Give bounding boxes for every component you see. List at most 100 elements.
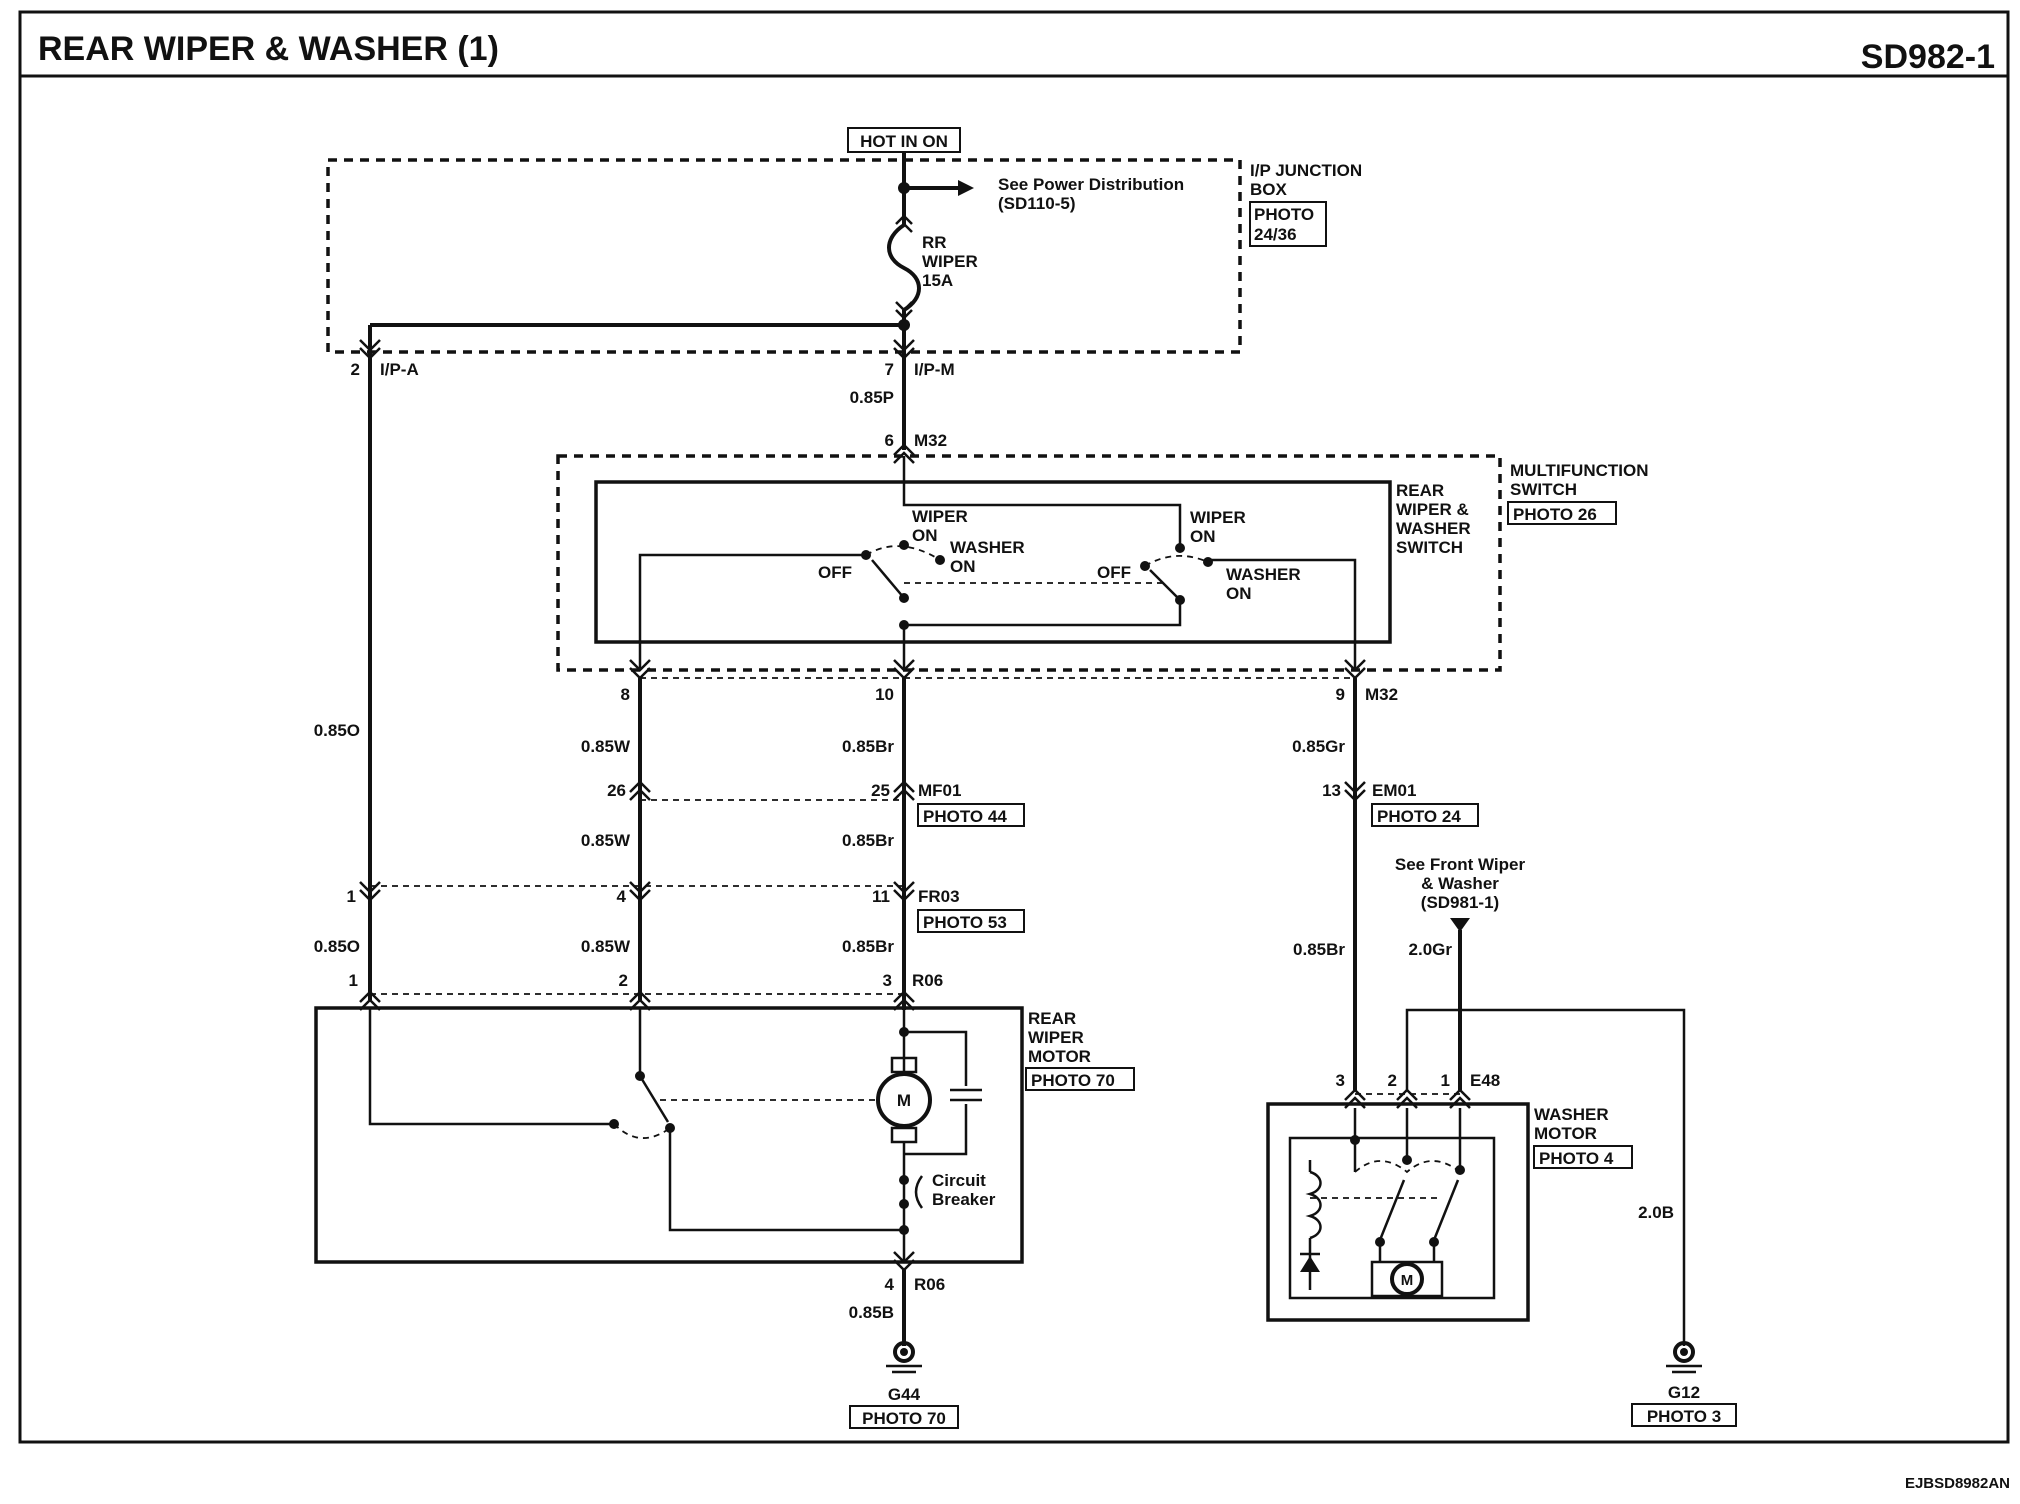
wiper-label-1: WIPER — [912, 507, 968, 526]
capacitor-wire — [904, 1030, 968, 1156]
multifunction-label-2: SWITCH — [1510, 480, 1577, 499]
fr03-pin1-connector — [359, 881, 381, 902]
junction-box-photo-2: 24/36 — [1254, 225, 1297, 244]
g44-ground-center — [900, 1348, 908, 1356]
fr03-pin11-connector — [893, 881, 915, 902]
circuit-breaker-symbol — [914, 1175, 924, 1209]
front-ref-3: (SD981-1) — [1421, 893, 1499, 912]
ipm-name: I/P-M — [914, 360, 955, 379]
e48-pin3: 3 — [1336, 1071, 1345, 1090]
rear-motor-photo-box — [1025, 1067, 1135, 1091]
mf01-pin26: 26 — [607, 781, 626, 800]
relay-arm-1 — [1378, 1179, 1406, 1241]
fr03-photo-box — [917, 909, 1025, 933]
junction-box-label-1: I/P JUNCTION — [1250, 161, 1362, 180]
multifunction-switch-box — [556, 454, 1502, 672]
em01-photo-box — [1371, 803, 1479, 827]
rear-switch-label-1: REAR — [1396, 481, 1444, 500]
washer-label-1: WASHER — [950, 538, 1025, 557]
wire-085br-label-b: 0.85Br — [842, 831, 894, 850]
multifunction-photo: PHOTO 26 — [1513, 505, 1597, 524]
em01-name: EM01 — [1372, 781, 1416, 800]
e48-name: E48 — [1470, 1071, 1500, 1090]
e48-pin2: 2 — [1388, 1071, 1397, 1090]
washer-motor-symbol — [1390, 1262, 1424, 1296]
see-power-label: See Power Distribution — [998, 175, 1184, 194]
wire-085b-label: 0.85B — [849, 1303, 894, 1322]
relay-coil — [1305, 1170, 1322, 1240]
ipa-pin: 2 — [351, 360, 360, 379]
r06-pin3: 3 — [883, 971, 892, 990]
fr03-pin4: 4 — [617, 887, 627, 906]
rear-motor-photo: PHOTO 70 — [1031, 1071, 1115, 1090]
wire-085gr-label: 0.85Gr — [1292, 737, 1345, 756]
wire-085br-label-a: 0.85Br — [842, 737, 894, 756]
mf01-photo-box — [917, 803, 1025, 827]
junction-box-label-2: BOX — [1250, 180, 1288, 199]
rear-motor-label-1: REAR — [1028, 1009, 1076, 1028]
switch-arm-1 — [871, 559, 905, 599]
switch-return-wire — [904, 600, 1182, 627]
wire-085br-label-d: 0.85Br — [1293, 940, 1345, 959]
relay-arm-2 — [1432, 1179, 1460, 1241]
washer-pin1-contact — [1455, 1165, 1465, 1175]
wire-20b-label: 2.0B — [1638, 1203, 1674, 1222]
fr03-name: FR03 — [918, 887, 960, 906]
washer-out-wire — [1206, 558, 1357, 668]
washer-on-label-2: ON — [1226, 584, 1252, 603]
g12-label: G12 — [1668, 1383, 1700, 1402]
multifunction-photo-box — [1507, 501, 1617, 525]
washer-motor-box — [1266, 1102, 1530, 1322]
wire-085o-label-a: 0.85O — [314, 721, 360, 740]
wire-085br-label-c: 0.85Br — [842, 937, 894, 956]
page-title: REAR WIPER & WASHER (1) — [38, 30, 499, 68]
em01-pin: 13 — [1322, 781, 1341, 800]
washer-motor-m: M — [1401, 1272, 1414, 1289]
g44-photo-box — [849, 1405, 959, 1429]
e48-wire-2-top — [1405, 1008, 1686, 1346]
wire-085w-label-a: 0.85W — [581, 737, 631, 756]
washer-relay-box — [1288, 1136, 1496, 1300]
r06-name-b: R06 — [914, 1275, 945, 1294]
washer-on-label-1: ON — [950, 557, 976, 576]
g44-photo: PHOTO 70 — [862, 1409, 946, 1428]
off-label-1: OFF — [818, 563, 852, 582]
see-power-ref: (SD110-5) — [998, 194, 1075, 213]
g12-photo-box — [1631, 1403, 1737, 1427]
wire-20gr-label: 2.0Gr — [1409, 940, 1453, 959]
switch-pivot-1 — [899, 593, 909, 603]
front-ref-1: See Front Wiper — [1395, 855, 1526, 874]
ipm-pin: 7 — [885, 360, 894, 379]
washer-motor-photo: PHOTO 4 — [1539, 1149, 1614, 1168]
wiper-on-label-1: ON — [912, 526, 938, 545]
washer-motor-photo-box — [1533, 1145, 1633, 1169]
rear-wiper-motor-box — [314, 1006, 1024, 1264]
relay-diode — [1300, 1256, 1320, 1272]
front-ref-arrow — [1450, 918, 1470, 932]
g44-label: G44 — [888, 1385, 921, 1404]
rear-motor-m: M — [897, 1091, 911, 1110]
motor-return-splice — [899, 1225, 909, 1235]
r06-pin4: 4 — [885, 1275, 895, 1294]
washer-motor-label-2: MOTOR — [1534, 1124, 1597, 1143]
rear-motor-label-2: WIPER — [1028, 1028, 1084, 1047]
circuit-breaker-contact-top — [899, 1175, 909, 1185]
m32-pin8: 8 — [621, 685, 630, 704]
r06-name: R06 — [912, 971, 943, 990]
mf01-photo: PHOTO 44 — [923, 807, 1007, 826]
mf01-pin25: 25 — [871, 781, 890, 800]
rear-switch-label-3: WASHER — [1396, 519, 1471, 538]
relay-arm-link — [1354, 1160, 1461, 1174]
front-ref-2: & Washer — [1421, 874, 1499, 893]
hot-in-on-box — [847, 127, 961, 153]
mf01-pin26-connector — [629, 780, 651, 801]
washer-label-2: WASHER — [1226, 565, 1301, 584]
mf01-pin25-connector — [893, 780, 915, 801]
off-wire — [638, 553, 866, 668]
motor-brush-bottom — [890, 1126, 918, 1144]
m32-bottom-name: M32 — [1365, 685, 1398, 704]
rear-motor-label-3: MOTOR — [1028, 1047, 1091, 1066]
r06-pin2: 2 — [619, 971, 628, 990]
wire-085w-label-b: 0.85W — [581, 831, 631, 850]
